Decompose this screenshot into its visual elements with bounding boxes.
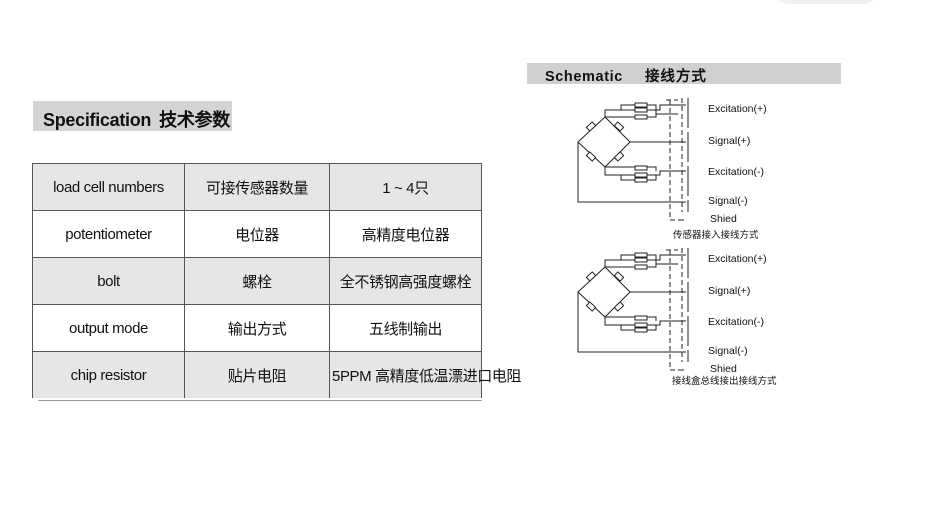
schematic-diagram-1: Excitation(+) Signal(+) Excitation(-) Si… bbox=[577, 97, 767, 241]
wire-label: Shied bbox=[710, 213, 737, 225]
wire-label: Shied bbox=[710, 363, 737, 375]
table-cell: 可接传感器数量 bbox=[184, 163, 330, 211]
wire-label: Excitation(+) bbox=[708, 253, 767, 265]
table-bottom-line bbox=[38, 400, 482, 401]
table-cell: 五线制输出 bbox=[329, 304, 482, 352]
table-cell: 高精度电位器 bbox=[329, 210, 482, 258]
table-cell: 电位器 bbox=[184, 210, 330, 258]
wire-label: Signal(+) bbox=[708, 135, 750, 147]
wire-label: Signal(+) bbox=[708, 285, 750, 297]
table-row: output mode 输出方式 五线制输出 bbox=[32, 304, 482, 352]
table-row: potentiometer 电位器 高精度电位器 bbox=[32, 210, 482, 258]
specification-title: Specification 技术参数 bbox=[43, 106, 230, 132]
table-row: chip resistor 贴片电阻 5PPM 高精度低温漂进口电阻 bbox=[32, 351, 521, 399]
schematic-header: Schematic 接线方式 bbox=[527, 63, 841, 86]
diagram-caption: 传感器接入接线方式 bbox=[673, 229, 759, 241]
table-cell: 5PPM 高精度低温漂进口电阻 bbox=[329, 351, 521, 399]
wire-label: Excitation(-) bbox=[708, 316, 764, 328]
table-row: load cell numbers 可接传感器数量 1 ~ 4只 bbox=[32, 163, 482, 211]
wire-label: Excitation(+) bbox=[708, 103, 767, 115]
wire-label: Signal(-) bbox=[708, 195, 748, 207]
table-cell: 螺栓 bbox=[184, 257, 330, 305]
top-decoration bbox=[772, 0, 880, 4]
table-cell: chip resistor bbox=[32, 351, 185, 399]
table-cell: load cell numbers bbox=[32, 163, 185, 211]
table-cell: 输出方式 bbox=[184, 304, 330, 352]
table-cell: 贴片电阻 bbox=[184, 351, 330, 399]
schematic-title-en: Schematic bbox=[545, 69, 623, 85]
table-cutoff bbox=[32, 398, 484, 406]
specification-title-cn: 技术参数 bbox=[159, 110, 230, 130]
table-cell: bolt bbox=[32, 257, 185, 305]
schematic-title: Schematic 接线方式 bbox=[545, 65, 707, 86]
table-row: bolt 螺栓 全不锈钢高强度螺栓 bbox=[32, 257, 482, 305]
table-cell: potentiometer bbox=[32, 210, 185, 258]
schematic-title-cn: 接线方式 bbox=[644, 69, 707, 85]
specification-header: Specification 技术参数 bbox=[33, 101, 232, 131]
wiring-schematic: Excitation(+) Signal(+) Excitation(-) Si… bbox=[577, 97, 777, 387]
table-cell: output mode bbox=[32, 304, 185, 352]
diagram-caption: 接线盒总线接出接线方式 bbox=[672, 375, 777, 387]
table-cell: 全不锈钢高强度螺栓 bbox=[329, 257, 482, 305]
specification-table: load cell numbers 可接传感器数量 1 ~ 4只 potenti… bbox=[32, 163, 521, 399]
table-cell: 1 ~ 4只 bbox=[329, 163, 482, 211]
wire-label: Excitation(-) bbox=[708, 166, 764, 178]
specification-title-en: Specification bbox=[43, 110, 152, 130]
schematic-diagram-2: Excitation(+) Signal(+) Excitation(-) Si… bbox=[577, 247, 777, 387]
wire-label: Signal(-) bbox=[708, 345, 748, 357]
